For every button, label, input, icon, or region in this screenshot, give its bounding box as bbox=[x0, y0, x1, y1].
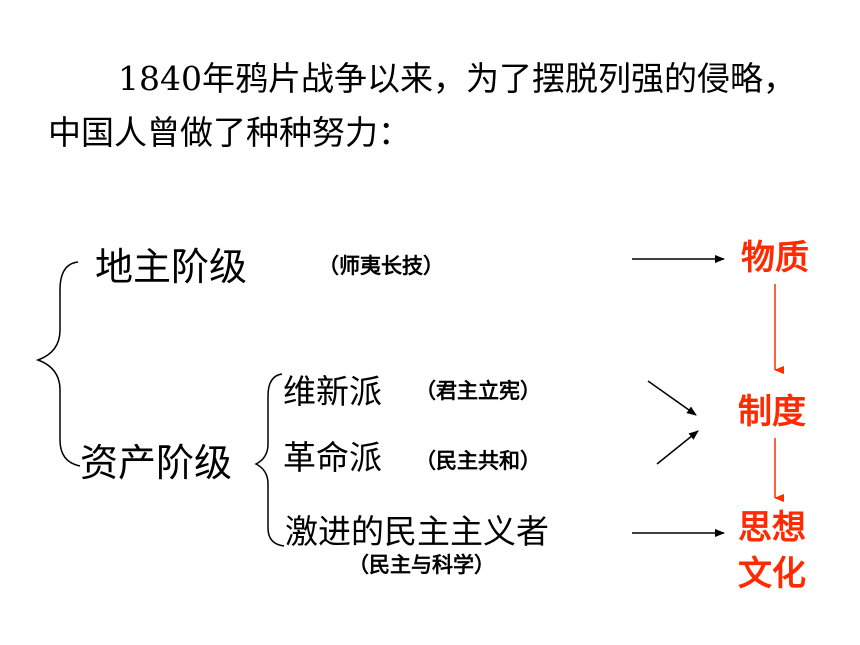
landlord-class-label: 地主阶级 bbox=[95, 245, 248, 289]
reformist-label: 维新派 bbox=[283, 372, 382, 411]
thought-level-label-line1: 思想 bbox=[738, 508, 806, 548]
thought-level-label-line2: 文化 bbox=[738, 554, 806, 594]
bourgeois-class-label: 资产阶级 bbox=[80, 441, 233, 485]
inner-brace bbox=[254, 373, 285, 547]
institution-level-label: 制度 bbox=[738, 392, 806, 432]
arrow-revolutionary-to-institution bbox=[656, 430, 699, 465]
radical-note: （民主与科学） bbox=[348, 553, 495, 577]
landlord-note: （师夷长技） bbox=[318, 254, 444, 278]
arrow-reformist-to-institution bbox=[647, 380, 697, 416]
intro-text: 1840年鸦片战争以来，为了摆脱列强的侵略，中国人曾做了种种努力： bbox=[48, 59, 796, 152]
revolutionary-note: （民主共和） bbox=[415, 449, 541, 473]
radical-label: 激进的民主主义者 bbox=[285, 512, 549, 551]
material-level-label: 物质 bbox=[741, 238, 809, 278]
reformist-note: （君主立宪） bbox=[415, 379, 541, 403]
revolutionary-label: 革命派 bbox=[283, 438, 382, 477]
outer-brace bbox=[35, 261, 81, 467]
